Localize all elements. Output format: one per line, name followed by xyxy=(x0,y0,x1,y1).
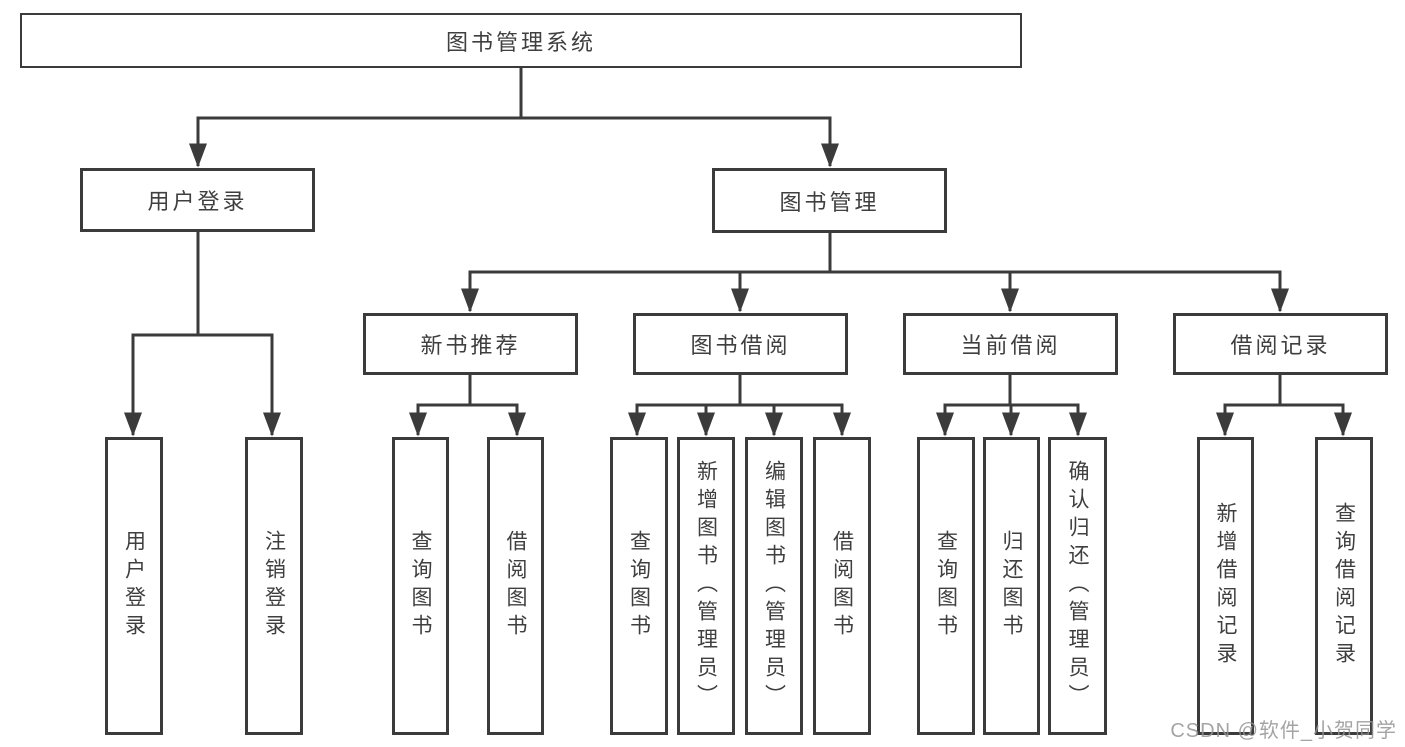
leaf-borrow-books-recommend: 借阅图书 xyxy=(487,437,544,735)
node-current-borrowing-label: 当前借阅 xyxy=(960,333,1061,358)
leaf-query-books-borrowing: 查询图书 xyxy=(610,437,668,735)
node-new-book-recommend: 新书推荐 xyxy=(363,313,578,375)
leaf-query-books-borrowing-label: 查询图书 xyxy=(627,530,651,642)
leaf-confirm-return-admin: 确认归还（管理员） xyxy=(1048,437,1107,735)
leaf-add-borrow-record-label: 新增借阅记录 xyxy=(1214,502,1237,670)
leaf-return-book: 归还图书 xyxy=(983,437,1040,735)
node-book-borrowing-label: 图书借阅 xyxy=(690,333,791,358)
leaf-borrow-books-borrowing-label: 借阅图书 xyxy=(830,530,854,642)
node-current-borrowing: 当前借阅 xyxy=(903,313,1118,375)
leaf-confirm-return-admin-label: 确认归还（管理员） xyxy=(1066,460,1089,712)
leaf-user-login-label: 用户登录 xyxy=(122,530,146,642)
node-book-management-label: 图书管理 xyxy=(779,189,880,215)
leaf-query-books-recommend-label: 查询图书 xyxy=(409,530,432,642)
leaf-return-book-label: 归还图书 xyxy=(1000,530,1023,642)
node-new-book-recommend-label: 新书推荐 xyxy=(420,333,521,358)
leaf-query-borrow-record: 查询借阅记录 xyxy=(1315,437,1373,735)
leaf-edit-book-admin: 编辑图书（管理员） xyxy=(745,437,803,735)
node-root-label: 图书管理系统 xyxy=(445,29,596,55)
node-borrowing-records-label: 借阅记录 xyxy=(1230,333,1331,358)
leaf-edit-book-admin-label: 编辑图书（管理员） xyxy=(762,460,786,712)
node-user-login-label: 用户登录 xyxy=(147,189,248,214)
leaf-query-books-current-label: 查询图书 xyxy=(934,530,958,642)
leaf-add-book-admin-label: 新增图书（管理员） xyxy=(694,460,718,712)
leaf-logout: 注销登录 xyxy=(245,437,303,735)
leaf-logout-label: 注销登录 xyxy=(262,530,286,642)
leaf-user-login: 用户登录 xyxy=(105,437,163,735)
leaf-query-books-recommend: 查询图书 xyxy=(392,437,449,735)
node-root: 图书管理系统 xyxy=(20,13,1022,68)
leaf-borrow-books-borrowing: 借阅图书 xyxy=(813,437,871,735)
csdn-watermark: CSDN @软件_小贺同学 xyxy=(1170,720,1397,742)
leaf-borrow-books-recommend-label: 借阅图书 xyxy=(504,530,527,642)
leaf-add-borrow-record: 新增借阅记录 xyxy=(1197,437,1254,735)
leaf-add-book-admin: 新增图书（管理员） xyxy=(677,437,735,735)
node-book-management: 图书管理 xyxy=(712,168,947,233)
node-book-borrowing: 图书借阅 xyxy=(633,313,848,375)
leaf-query-books-current: 查询图书 xyxy=(917,437,975,735)
node-borrowing-records: 借阅记录 xyxy=(1173,313,1388,375)
leaf-query-borrow-record-label: 查询借阅记录 xyxy=(1332,502,1356,670)
node-user-login: 用户登录 xyxy=(80,168,315,232)
